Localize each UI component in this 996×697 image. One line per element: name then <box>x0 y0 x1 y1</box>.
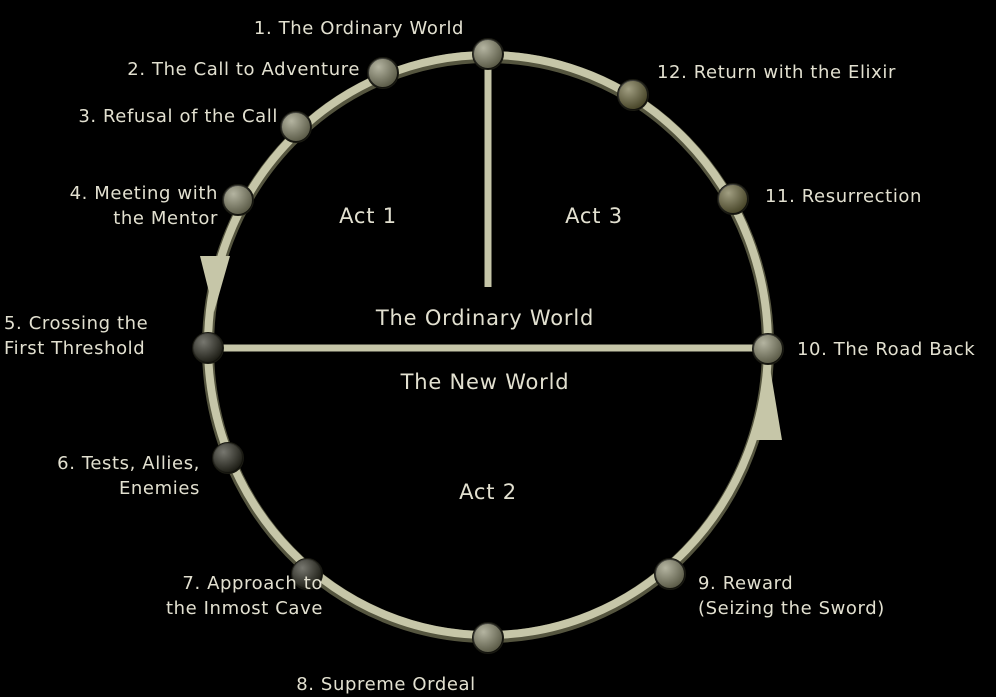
stage-label-line: 5. Crossing the <box>4 313 149 334</box>
stage-label-7: 7. Approach to the Inmost Cave <box>100 571 323 621</box>
stage-label-line: (Seizing the Sword) <box>698 598 885 619</box>
stage-label-line: 11. Resurrection <box>765 186 923 207</box>
stage-node-shading <box>618 80 648 110</box>
stage-label-6: 6. Tests, Allies, Enemies <box>20 451 200 501</box>
stage-node-shading <box>753 334 783 364</box>
stage-label-line: First Threshold <box>4 338 146 359</box>
stage-label-line: 7. Approach to <box>182 573 323 594</box>
act3-label: Act 3 <box>565 204 623 228</box>
stage-label-9: 9. Reward (Seizing the Sword) <box>698 571 885 621</box>
stage-label-11: 11. Resurrection <box>765 184 922 209</box>
stage-node-shading <box>193 333 223 363</box>
stage-label-3: 3. Refusal of the Call <box>40 104 278 129</box>
stage-label-line: 3. Refusal of the Call <box>78 106 278 127</box>
stage-label-5: 5. Crossing the First Threshold <box>4 311 148 361</box>
stage-label-line: 1. The Ordinary World <box>253 18 465 39</box>
ordinary-world-label: The Ordinary World <box>375 306 595 330</box>
new-world-label: The New World <box>400 370 570 394</box>
stage-label-line: 12. Return with the Elixir <box>657 62 897 83</box>
stage-node-shading <box>281 112 311 142</box>
stage-label-line: 10. The Road Back <box>797 339 976 360</box>
stage-node-shading <box>213 443 243 473</box>
stage-node-shading <box>368 58 398 88</box>
stage-label-line: 9. Reward <box>698 573 794 594</box>
arrow-down-icon <box>200 256 230 312</box>
stage-node-shading <box>292 559 322 589</box>
act1-label: Act 1 <box>339 204 397 228</box>
stage-label-1: 1. The Ordinary World <box>239 16 479 41</box>
stage-label-line: 8. Supreme Ordeal <box>296 674 476 695</box>
stage-node-shading <box>718 184 748 214</box>
stage-label-2: 2. The Call to Adventure <box>60 57 360 82</box>
stage-node-shading <box>655 559 685 589</box>
stage-label-line: 2. The Call to Adventure <box>127 59 360 80</box>
stage-label-4: 4. Meeting with the Mentor <box>20 181 218 231</box>
stage-node-shading <box>473 623 503 653</box>
stage-label-line: the Mentor <box>113 208 218 229</box>
stage-node-shading <box>223 185 253 215</box>
stage-label-line: Enemies <box>118 478 200 499</box>
stage-label-line: the Inmost Cave <box>165 598 323 619</box>
stage-label-line: 4. Meeting with <box>69 183 218 204</box>
stage-label-12: 12. Return with the Elixir <box>657 60 896 85</box>
stage-label-line: 6. Tests, Allies, <box>57 453 200 474</box>
stage-label-8: 8. Supreme Ordeal <box>274 672 498 697</box>
stage-label-10: 10. The Road Back <box>797 337 975 362</box>
stage-node-shading <box>473 39 503 69</box>
arrow-up-icon <box>754 368 782 440</box>
act2-label: Act 2 <box>459 480 517 504</box>
